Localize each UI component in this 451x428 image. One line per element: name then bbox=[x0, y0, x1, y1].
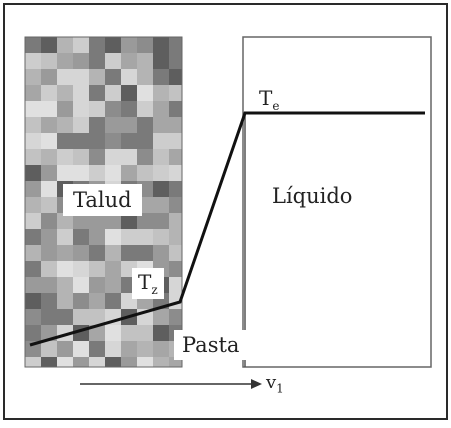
liquid-region-border bbox=[242, 36, 432, 368]
outer-frame bbox=[3, 3, 448, 420]
label-liquido: Líquido bbox=[272, 184, 353, 208]
axis-arrow-head bbox=[251, 379, 262, 389]
label-pasta: Pasta bbox=[174, 330, 248, 360]
label-temp-top: Te bbox=[259, 86, 280, 113]
temperature-profile-line bbox=[29, 111, 425, 347]
label-axis: v1 bbox=[266, 372, 284, 396]
label-talud: Talud bbox=[63, 184, 142, 216]
label-temp-mid: Tz bbox=[132, 268, 164, 299]
